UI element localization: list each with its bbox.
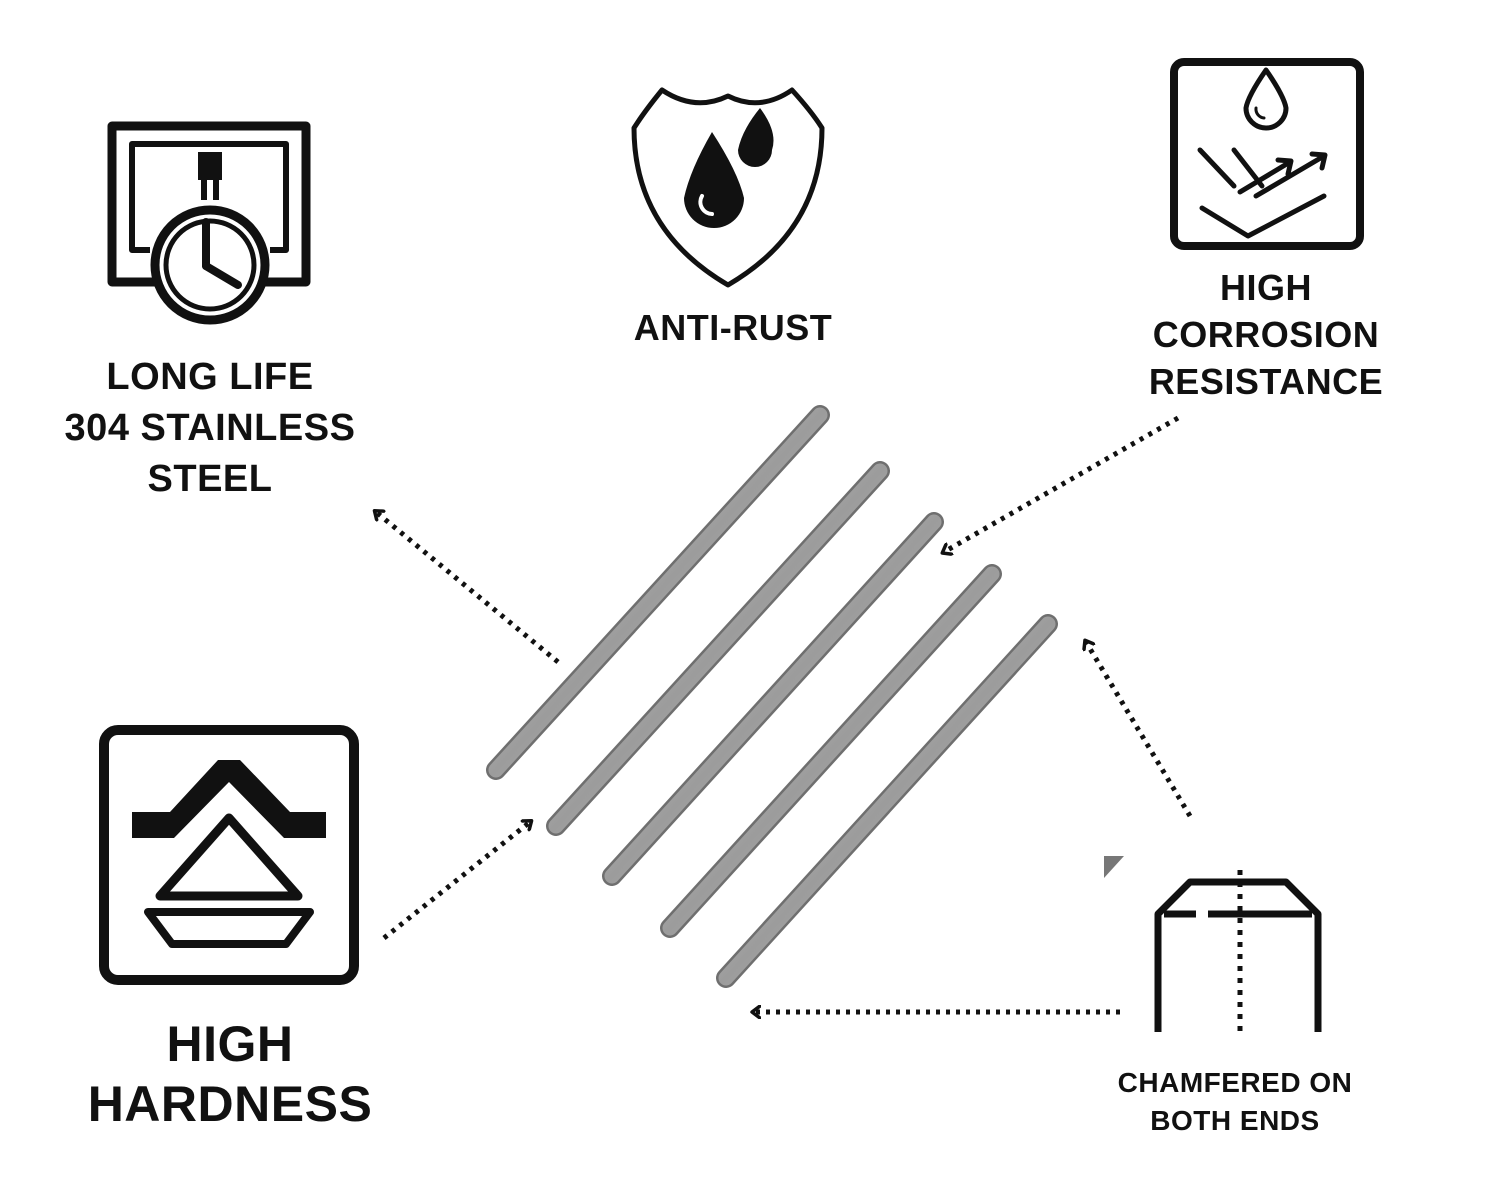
chamfer-line2: BOTH ENDS <box>1150 1105 1320 1136</box>
long-life-line1: LONG LIFE <box>106 356 314 398</box>
arrow-long-life <box>376 512 560 664</box>
steel-rod-shine <box>718 616 1056 986</box>
steel-rod-shine <box>548 463 888 834</box>
arrow-hardness <box>382 822 530 940</box>
long-life-label: LONG LIFE 304 STAINLESS STEEL <box>30 352 390 505</box>
steel-rod-shine <box>604 514 942 884</box>
chamfer-label: CHAMFERED ON BOTH ENDS <box>1090 1064 1380 1140</box>
chamfered-rod-end-icon <box>1104 856 1322 1036</box>
arrow-chamfer-rods <box>1086 642 1193 818</box>
shield-droplets-icon <box>631 87 825 288</box>
steel-rods <box>486 405 1058 988</box>
pointer-arrows <box>376 415 1193 1012</box>
corrosion-line3: RESISTANCE <box>1148 361 1384 402</box>
hardness-line2: HARDNESS <box>87 1076 373 1132</box>
anti-rust-label: ANTI-RUST <box>600 306 866 350</box>
anti-rust-line1: ANTI-RUST <box>633 307 833 348</box>
hardness-line1: HIGH <box>166 1016 294 1072</box>
arrow-corrosion <box>944 415 1180 552</box>
corrosion-label: HIGH CORROSION RESISTANCE <box>1120 264 1412 405</box>
steel-rod-shine <box>662 566 1000 936</box>
long-life-line2: 304 STAINLESS <box>64 407 356 449</box>
long-life-line3: STEEL <box>147 458 273 500</box>
droplet-surface-icon <box>1170 58 1364 250</box>
hardness-indenter-icon <box>99 725 359 985</box>
steel-rod-shine <box>488 407 828 778</box>
chamfer-line1: CHAMFERED ON <box>1117 1067 1353 1098</box>
hardness-label: HIGH HARDNESS <box>60 1014 400 1134</box>
corrosion-line1: HIGH <box>1220 267 1312 308</box>
corrosion-line2: CORROSION <box>1152 314 1380 355</box>
clock-heater-icon <box>107 121 311 325</box>
